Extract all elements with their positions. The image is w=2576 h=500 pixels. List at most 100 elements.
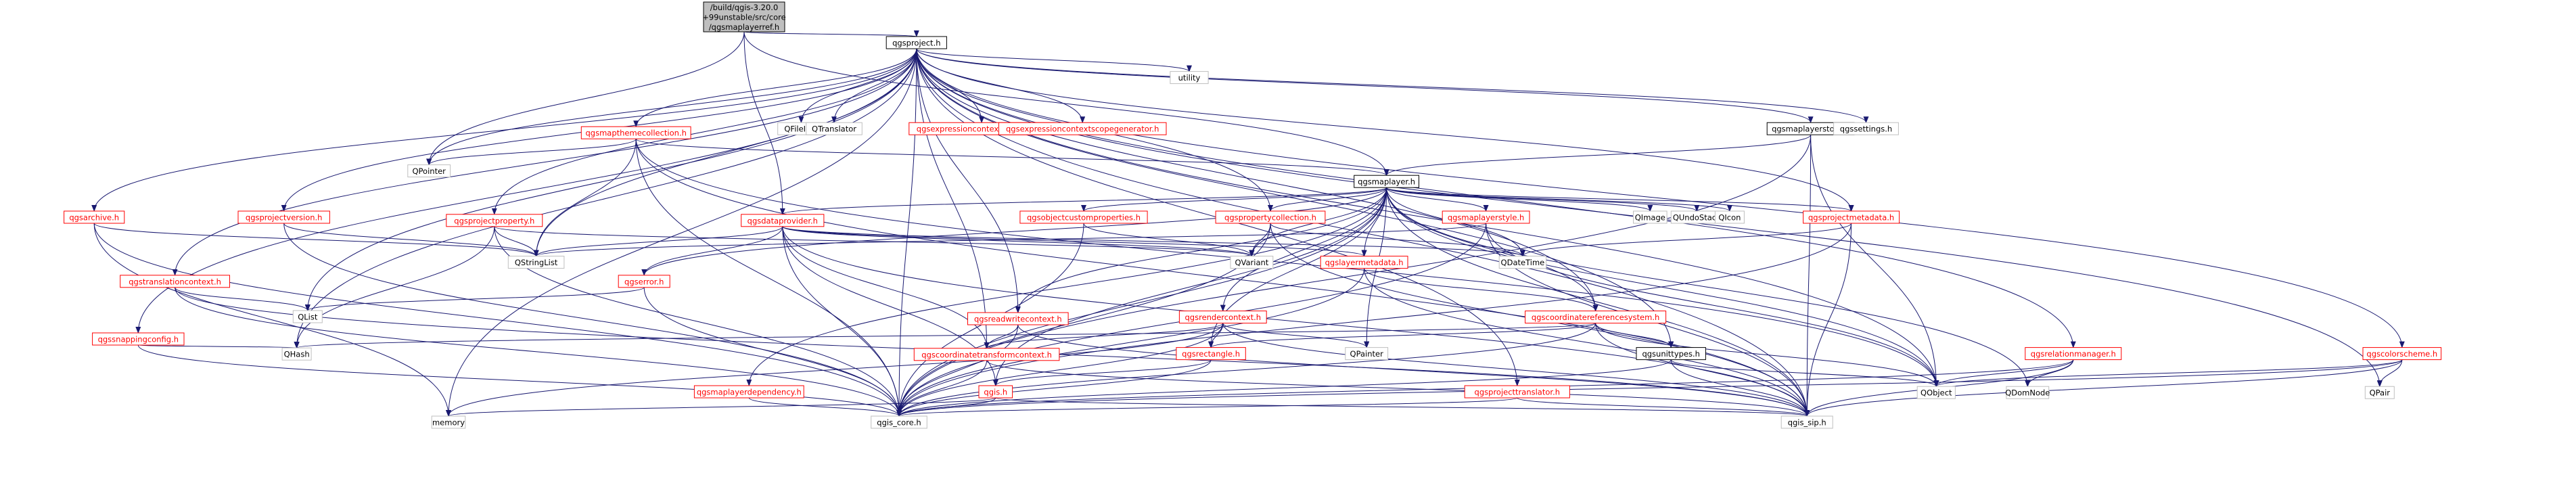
node-label-qobject: QObject [1920,388,1952,398]
node-box-qgsprojectversion [237,210,330,224]
node-qgsarchive[interactable]: qgsarchive.h [64,210,125,224]
node-qgsprojecttranslator[interactable]: qgsprojecttranslator.h [1464,385,1570,399]
node-qgsmapthemecollection[interactable]: qgsmapthemecollection.h [580,126,691,139]
node-qtranslator: QTranslator [806,122,862,135]
edge-qgis-to-qgis_sip [995,397,1810,417]
node-label-root: /build/qgis-3.20.0 [710,3,779,12]
node-box-qpainter [1345,347,1389,361]
node-label-qgsprojectproperty: qgsprojectproperty.h [454,216,534,225]
node-qgsmaplayerstyle[interactable]: qgsmaplayerstyle.h [1442,210,1530,224]
node-label-qgsmaplayerdependency: qgsmaplayerdependency.h [697,388,802,397]
edge-qgsmaplayer-to-qundostack [1386,187,1700,212]
node-label-qicon: QIcon [1718,213,1741,223]
edge-qgsdataprovider-to-qgscoordinatetransformcontext [782,226,990,349]
node-qgsprojectmetadata[interactable]: qgsprojectmetadata.h [1803,210,1900,224]
node-qgsmaplayerdependency[interactable]: qgsmaplayerdependency.h [693,385,804,399]
node-label-qgsprojectversion: qgsprojectversion.h [246,213,323,223]
edge-qgsmaplayer-to-qgspropertycollection [1268,187,1387,212]
node-box-qgsrelationmanager [2025,347,2122,361]
edge-root-to-qgsdataprovider [743,31,785,215]
edge-qgscolorscheme-to-qgis_core [896,359,2403,417]
edge-qgsdataprovider-to-qgslayermetadata [782,226,1367,257]
node-qgsobjectcustomproperties[interactable]: qgsobjectcustomproperties.h [1019,210,1148,224]
node-label-qgscolorscheme: qgscolorscheme.h [2366,349,2437,359]
edge-qgsmapthemecollection-to-qobject [635,139,1939,388]
edge-qgscoordinatereferencesystem-to-qgis_sip [1595,323,1810,417]
edge-qgsmaplayerstore-to-qgsmaplayer [1383,134,1812,177]
node-qgslayermetadata[interactable]: qgslayermetadata.h [1320,256,1408,269]
edge-qgsprojectmetadata-to-qgis_core [896,223,1852,417]
node-qgscolorscheme[interactable]: qgscolorscheme.h [2362,347,2442,361]
edge-layer [91,30,2405,417]
node-label-qgsarchive: qgsarchive.h [69,213,119,223]
node-label-qgis_core: qgis_core.h [877,418,921,428]
edge-qgsdataprovider-to-qstringlist [533,226,783,257]
edge-root-to-qpointer [426,31,745,166]
edge-qgsdataprovider-to-qvariant [782,226,1255,257]
node-root[interactable]: /build/qgis-3.20.0+99unstable/src/core/q… [702,1,786,32]
node-qgsprojectversion[interactable]: qgsprojectversion.h [237,210,330,224]
node-qgserror[interactable]: qgserror.h [618,275,670,288]
node-qgis_sip: qgis_sip.h [1780,415,1833,429]
node-label-qgscoordinatereferencesystem: qgscoordinatereferencesystem.h [1532,313,1659,322]
node-qgsunittypes[interactable]: qgsunittypes.h [1636,347,1706,361]
node-box-qgis_sip [1780,415,1833,429]
node-box-qgsmaplayerdependency [693,385,804,399]
node-qdomnode: QDomNode [2005,386,2050,399]
node-qgsmaplayer[interactable]: qgsmaplayer.h [1354,175,1419,188]
node-label-qdatetime: QDateTime [1501,258,1545,267]
node-box-qgstranslationcontext [120,275,230,288]
node-qgsprojectproperty[interactable]: qgsprojectproperty.h [446,214,543,227]
edge-qgscoordinatereferencesystem-to-qhash [294,323,1596,349]
edge-qgscoordinatereferencesystem-to-qobject [1595,323,1939,388]
node-box-qgsrectangle [1176,347,1246,361]
node-box-qgsmaplayer [1354,175,1419,188]
edge-qgsmaplayerstore-to-qgis_sip [1804,135,1812,417]
edge-qgslayermetadata-to-qgis_sip [1364,268,1810,417]
node-box-qgsprojectproperty [446,214,543,227]
edge-qgsproject-to-utility [916,48,1192,72]
node-label-qgslayermetadata: qgslayermetadata.h [1325,258,1404,267]
node-qgsreadwritecontext[interactable]: qgsreadwritecontext.h [967,312,1069,325]
edge-qgsprojectmetadata-to-qgis_sip [1804,223,1852,417]
node-box-qgsdataprovider [741,214,825,227]
edge-qgsmaplayer-to-qgsmaplayerstyle [1386,187,1489,212]
node-box-qobject [1916,386,1956,399]
edge-qgsreadwritecontext-to-qgis_core [896,324,1019,417]
node-qgssnappingconfig[interactable]: qgssnappingconfig.h [92,332,185,346]
edge-qgsdataprovider-to-qgis_sip [782,226,1810,417]
node-qgsmaplayerstore[interactable]: qgsmaplayerstore.h [1766,122,1855,135]
edge-qgscoordinatetransformcontext-to-qgis_core [896,360,988,417]
node-qgscoordinatereferencesystem[interactable]: qgscoordinatereferencesystem.h [1525,311,1667,324]
edge-qgsproject-to-qhash [294,48,917,349]
node-qgsrendercontext[interactable]: qgsrendercontext.h [1178,311,1267,324]
node-box-qgis_core [871,415,927,429]
node-label-qhash: QHash [284,350,310,359]
node-qgsproject[interactable]: qgsproject.h [886,36,947,49]
node-label-root: /qgsmaplayerref.h [709,22,779,32]
edge-qgsprojectmetadata-to-qdatetime [1520,223,1852,257]
edge-qgsmaplayer-to-qgsdataprovider [780,187,1387,215]
edge-qgsmapthemecollection-to-qstringlist [533,139,637,257]
node-qgstranslationcontext[interactable]: qgstranslationcontext.h [120,275,230,288]
edge-qgsproject-to-qlist [304,48,917,311]
edge-qgscolorscheme-to-qgis_sip [1804,359,2403,417]
edge-qgsmapthemecollection-to-qpointer [426,138,637,166]
edge-qgsproject-to-qgsprojectproperty [491,48,917,215]
edge-qgis-to-qgis_core [896,397,996,417]
edge-qgssnappingconfig-to-qgis_core [137,344,902,417]
node-qgsexpressioncontextscopegenerator[interactable]: qgsexpressioncontextscopegenerator.h [998,122,1167,135]
edge-qgsmaplayer-to-qdomnode [1386,187,2031,388]
edge-qgsproject-to-qgsreadwritecontext [916,48,1021,313]
node-qgsrectangle[interactable]: qgsrectangle.h [1176,347,1246,361]
node-qgsdataprovider[interactable]: qgsdataprovider.h [741,214,825,227]
node-qgis[interactable]: qgis.h [978,385,1013,399]
node-qgsrelationmanager[interactable]: qgsrelationmanager.h [2025,347,2122,361]
node-qgspropertycollection[interactable]: qgspropertycollection.h [1215,210,1326,224]
node-box-qgsexpressioncontextscopegenerator [998,122,1167,135]
edge-root-to-qgsproject [743,30,919,37]
node-box-qgscolorscheme [2362,347,2442,361]
edge-qgsproject-to-qgscoordinatereferencesystem [916,48,1598,312]
node-label-qgsobjectcustomproperties: qgsobjectcustomproperties.h [1027,213,1141,223]
node-qgscoordinatetransformcontext[interactable]: qgscoordinatetransformcontext.h [913,348,1060,361]
